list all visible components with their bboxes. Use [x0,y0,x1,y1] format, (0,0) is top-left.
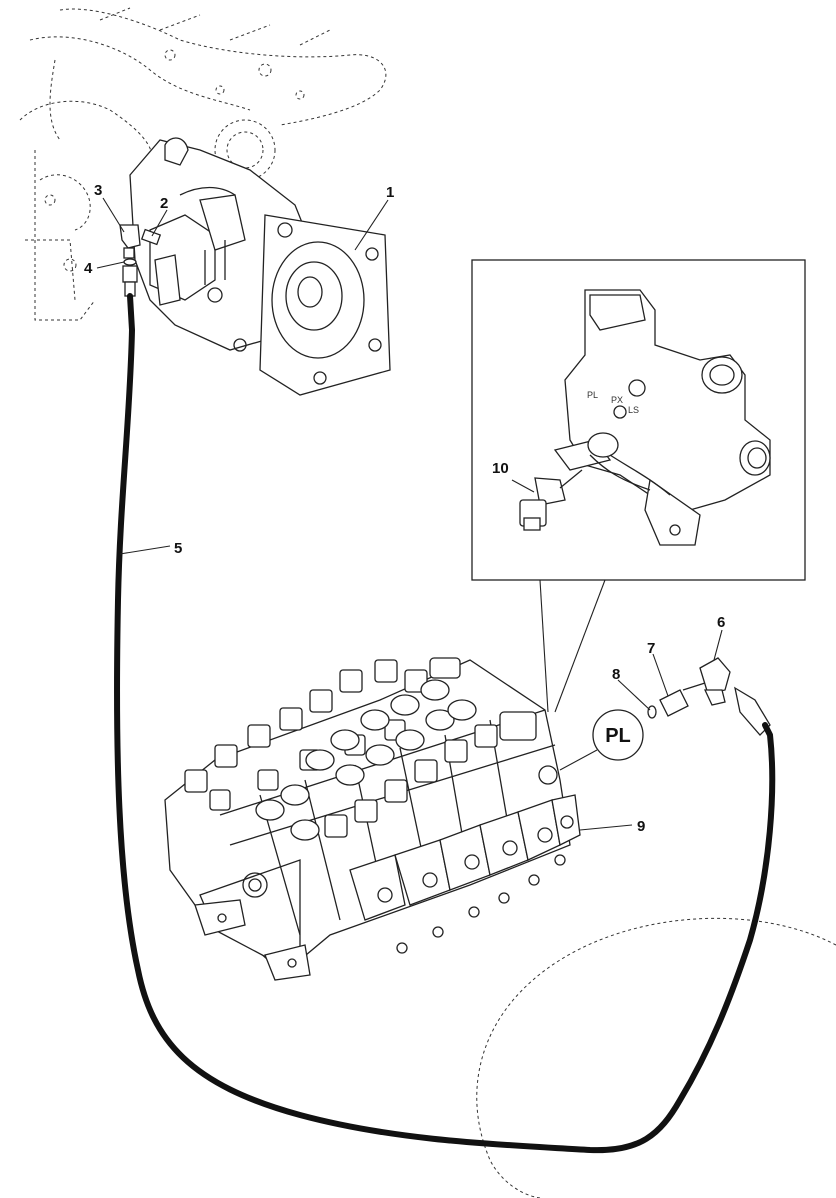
port-label-px: PX [611,395,623,405]
callout-4: 4 [84,260,93,277]
callout-3: 3 [94,182,102,199]
control-valve [164,657,581,981]
callout-9: 9 [637,818,645,835]
detail-inset: PL PX LS [471,259,806,581]
hydraulic-pump [129,137,391,396]
callout-leaders [96,197,723,831]
callout-10: 10 [492,460,509,477]
callout-6: 6 [717,614,725,631]
valve-top-caps [184,657,558,841]
flywheel-ghost-arc [476,917,836,1198]
hydraulic-hose-5 [114,293,776,1154]
callout-5: 5 [174,540,182,557]
pl-port-badge: PL [559,709,644,771]
pressure-sensor [519,469,583,531]
spool-caps [349,794,581,954]
callout-2: 2 [160,195,168,212]
engine-ghost-outline [19,7,387,321]
port-label-pl: PL [587,390,598,400]
callout-1: 1 [386,184,394,201]
port-label-ls: LS [628,405,639,415]
pump-fittings [119,224,162,297]
inset-pointer-lines [539,579,606,713]
callout-7: 7 [647,640,655,657]
callout-8: 8 [612,666,620,683]
svg-text:PL: PL [605,725,631,747]
valve-fittings [647,657,771,736]
